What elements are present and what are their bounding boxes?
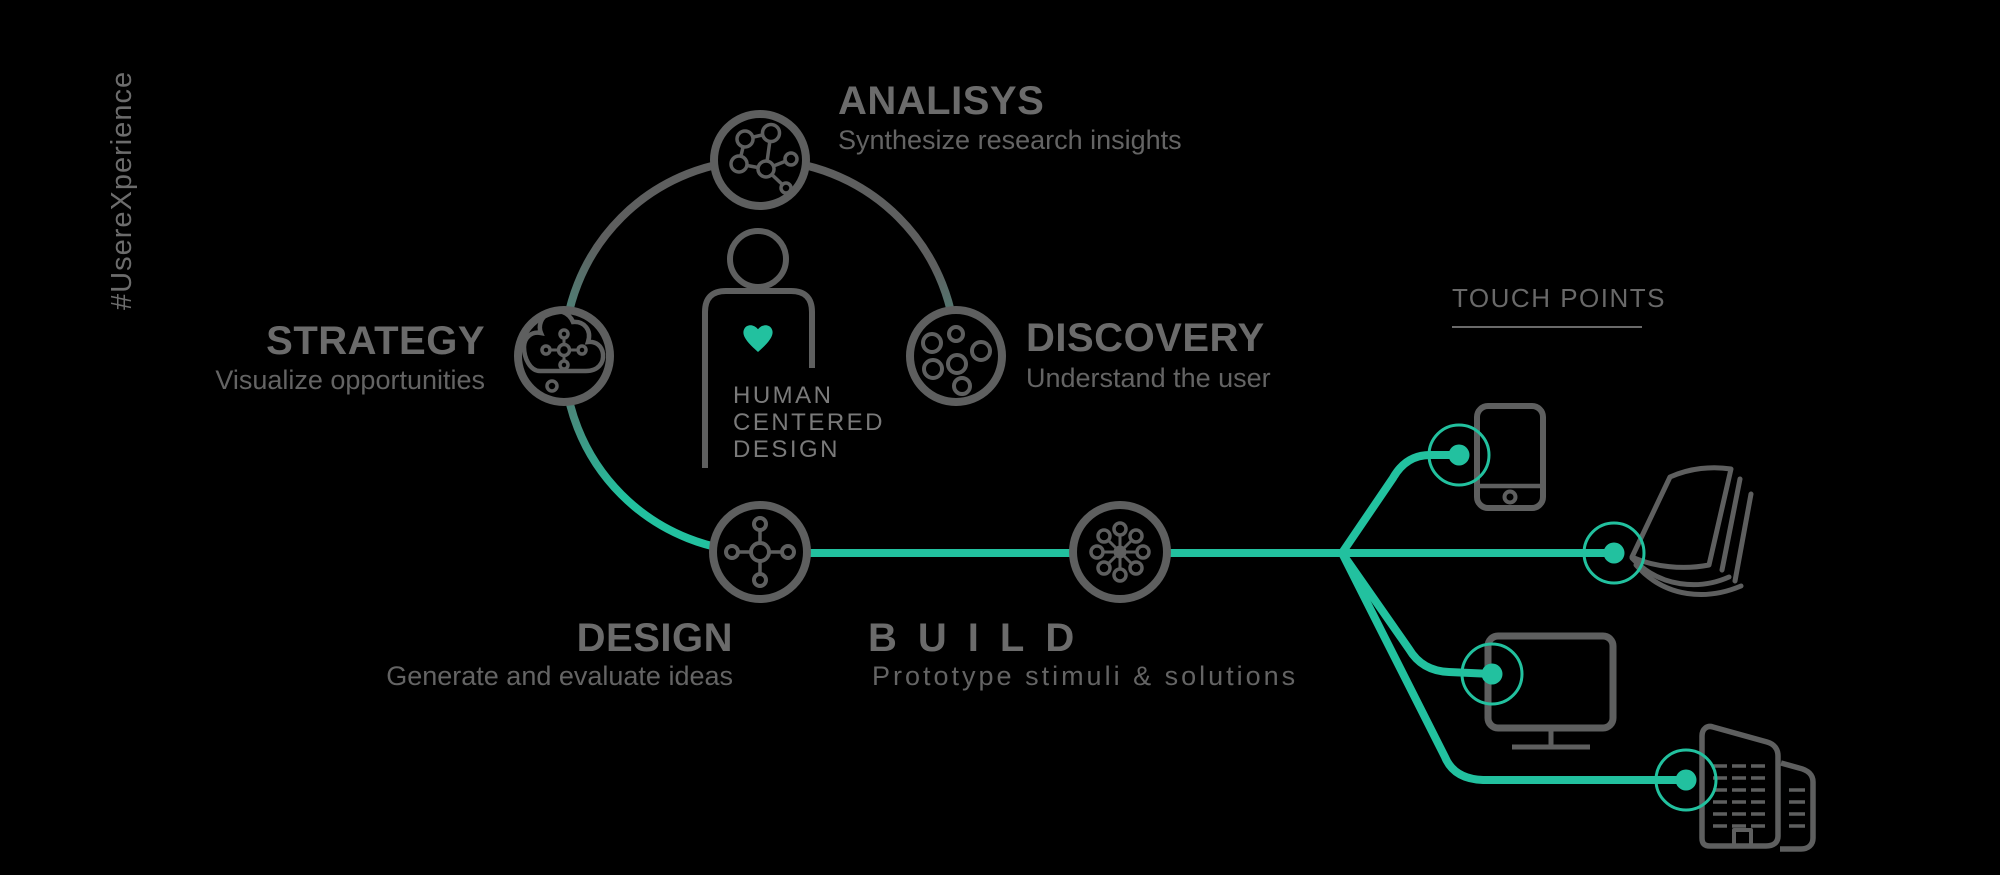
- building-icon: [1699, 723, 1816, 852]
- touch-points-title: TOUCH POINTS: [1452, 283, 1666, 313]
- desktop-monitor-icon: [1484, 632, 1617, 750]
- hcd-line-3: DESIGN: [733, 436, 841, 463]
- process-circle-arcs: [560, 156, 960, 556]
- stage-title-strategy: STRATEGY: [266, 319, 485, 363]
- hcd-line-1: HUMAN: [733, 382, 834, 409]
- magazine-icon: [1629, 465, 1754, 597]
- stage-subtitle-strategy: Visualize opportunities: [215, 365, 485, 395]
- cloud-network-icon: [521, 308, 606, 393]
- stage-subtitle-design: Generate and evaluate ideas: [386, 661, 733, 691]
- burst-network-icon: [1089, 521, 1151, 583]
- branch-monitor: [1338, 549, 1496, 678]
- touch-point-ring: [1427, 423, 1718, 812]
- stage-title-design: DESIGN: [576, 616, 733, 660]
- hcd-line-2: CENTERED: [733, 409, 886, 436]
- molecule-network-icon: [729, 122, 799, 195]
- stage-title-build: BUILD: [868, 616, 1096, 660]
- stage-subtitle-discovery: Understand the user: [1026, 363, 1271, 393]
- flow-lines: [756, 451, 1690, 784]
- stage-subtitle-build: Prototype stimuli & solutions: [872, 661, 1299, 691]
- stage-title-discovery: DISCOVERY: [1026, 316, 1265, 360]
- person-heart-icon: [702, 228, 815, 468]
- branch-building: [1338, 549, 1690, 784]
- touch-point-dot: [1448, 444, 1697, 791]
- heart-icon: [743, 325, 773, 352]
- stage-title-analisys: ANALISYS: [838, 79, 1045, 123]
- touch-point-markers: [1427, 423, 1718, 812]
- stage-subtitle-analisys: Synthesize research insights: [838, 125, 1182, 155]
- dots-cluster-icon: [921, 325, 992, 396]
- hcd-label: HUMAN CENTERED DESIGN: [733, 382, 885, 463]
- node-cross-icon: [724, 516, 796, 588]
- branch-smartphone: [1338, 451, 1463, 557]
- smartphone-icon: [1474, 403, 1546, 511]
- person-icon: [702, 228, 815, 468]
- hashtag-label: #UsereXperience: [106, 70, 138, 310]
